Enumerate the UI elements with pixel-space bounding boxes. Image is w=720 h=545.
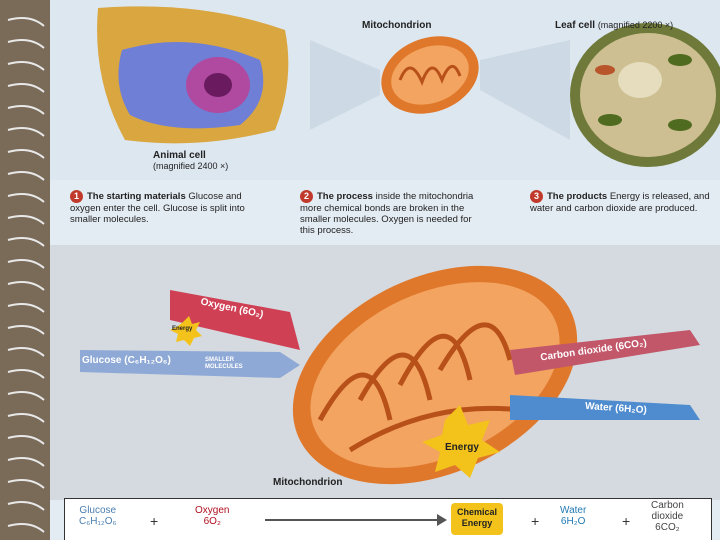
co2-arrow — [510, 330, 700, 375]
animal-cell-magnification: (magnified 2400 ×) — [153, 161, 229, 171]
leaf-cell-label: Leaf cell (magnified 2200 ×) — [555, 20, 673, 31]
eq-water-formula: 6H₂O — [560, 516, 586, 527]
leaf-cell-image — [570, 23, 720, 167]
eq-plus-2: + — [531, 513, 540, 529]
step-3-text: Energy is released, and water and carbon… — [530, 191, 710, 214]
step-2: 2 The process inside the mitochondria mor… — [300, 190, 485, 236]
large-mitochondrion-image — [292, 265, 578, 485]
eq-plus-1: + — [150, 513, 159, 529]
eq-chem-energy-line2: Energy — [461, 518, 493, 528]
step-3-number: 3 — [530, 190, 543, 203]
spiral-rings — [7, 17, 45, 533]
energy-large-label: Energy — [445, 442, 479, 453]
eq-glucose-name: Glucose — [79, 505, 117, 516]
eq-glucose-formula: C₆H₁₂O₆ — [79, 516, 117, 527]
small-mitochondrion-image — [381, 36, 479, 114]
eq-water-name: Water — [560, 505, 587, 516]
step-2-number: 2 — [300, 190, 313, 203]
eq-plus-3: + — [622, 513, 631, 529]
step-2-text: inside the mitochondria more chemical bo… — [300, 191, 474, 236]
animal-cell-label: Animal cell (magnified 2400 ×) — [153, 150, 228, 171]
step-1-text: Glucose and oxygen enter the cell. Gluco… — [70, 191, 245, 225]
notebook-binding — [0, 0, 50, 540]
equation-box: Glucose C₆H₁₂O₆ + Oxygen 6O₂ Chemical En… — [64, 498, 712, 540]
mitochondrion-top-label: Mitochondrion — [362, 20, 432, 31]
step-1-number: 1 — [70, 190, 83, 203]
leaf-cell-magnification: (magnified 2200 ×) — [597, 20, 674, 30]
step-3: 3 The products Energy is released, and wa… — [530, 190, 715, 214]
step-1: 1 The starting materials Glucose and oxyg… — [70, 190, 255, 225]
eq-water: Water 6H₂O — [560, 505, 586, 527]
callout-wedge-left — [310, 40, 380, 130]
energy-small-label: Energy — [172, 326, 193, 332]
eq-co2-formula: 6CO₂ — [655, 522, 680, 533]
energy-large-star — [422, 405, 500, 478]
eq-oxygen-formula: 6O₂ — [203, 516, 221, 527]
eq-oxygen-name: Oxygen — [195, 505, 230, 516]
glucose-arrow — [80, 350, 300, 378]
leaf-cell-name: Leaf cell — [555, 20, 596, 31]
eq-arrow — [265, 519, 445, 521]
animal-cell-name: Animal cell — [153, 150, 206, 161]
step-2-title: The process — [317, 191, 373, 202]
eq-co2-name-1: Carbon — [651, 500, 684, 511]
eq-co2-name-2: dioxide — [651, 511, 684, 522]
animal-cell-image — [97, 6, 289, 144]
eq-chem-energy-line1: Chemical — [456, 507, 498, 517]
smaller-molecules-label: SMALLER MOLECULES — [205, 357, 243, 370]
water-arrow — [510, 395, 700, 420]
glucose-arrow-label: Glucose (C₆H₁₂O₆) — [82, 355, 171, 366]
eq-co2: Carbon dioxide 6CO₂ — [651, 500, 684, 533]
step-3-title: The products — [547, 191, 608, 202]
step-1-title: The starting materials — [87, 191, 186, 202]
callout-wedge — [480, 40, 570, 140]
textbook-page: Mitochondrion Leaf cell (magnified 2200 … — [50, 0, 720, 540]
energy-small-star — [170, 316, 202, 346]
illustration — [50, 0, 720, 500]
eq-chemical-energy: Chemical Energy — [451, 503, 503, 535]
eq-oxygen: Oxygen 6O₂ — [195, 505, 229, 527]
eq-arrowhead-icon — [437, 514, 447, 526]
eq-glucose: Glucose C₆H₁₂O₆ — [79, 505, 117, 527]
mitochondrion-bottom-label: Mitochondrion — [273, 477, 343, 488]
oxygen-arrow — [170, 290, 300, 350]
